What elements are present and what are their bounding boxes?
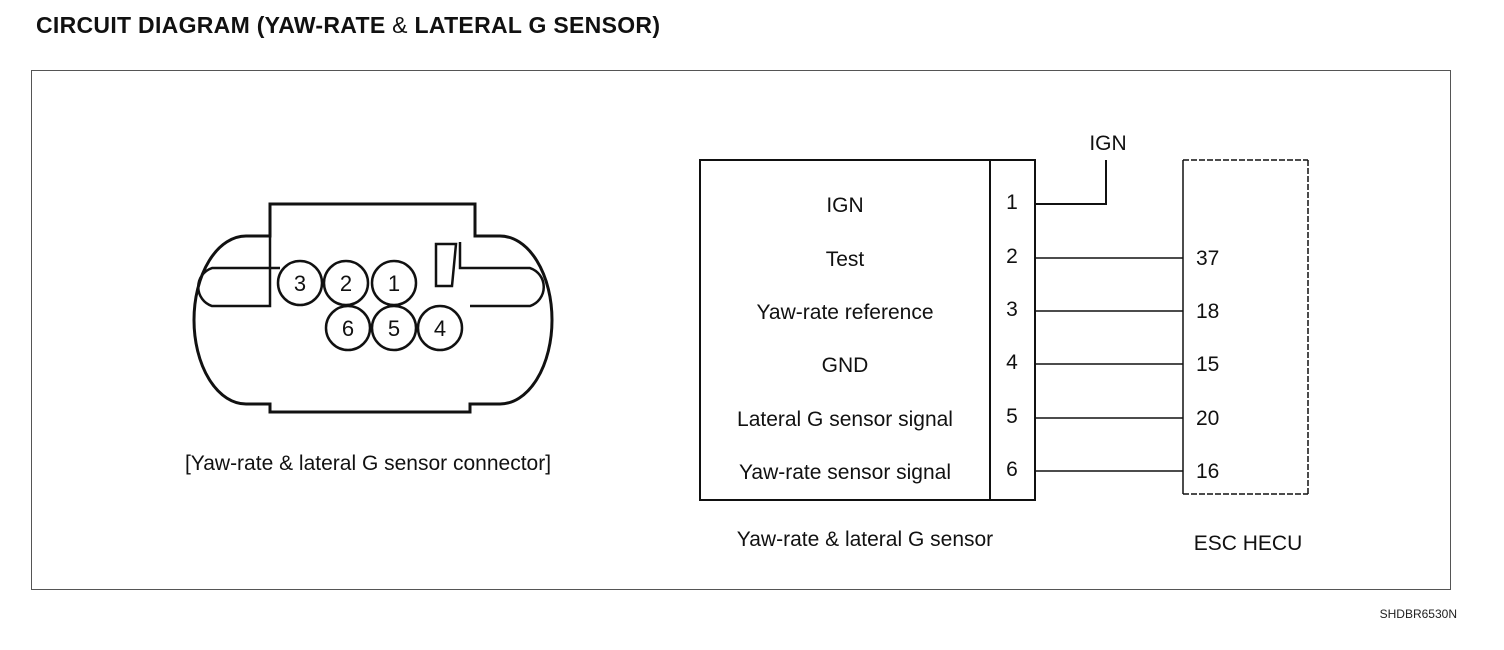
sensor-pin-row: Lateral G sensor signal 5 <box>737 405 1018 431</box>
signal-wires <box>1035 257 1183 472</box>
title-prefix: CIRCUIT DIAGRAM (YAW-RATE <box>36 12 386 38</box>
diagram-frame <box>31 70 1451 590</box>
ign-supply-label: IGN <box>1089 132 1126 155</box>
connector-drawing: 3 2 1 6 5 4 <box>192 202 554 414</box>
title-ampersand: & <box>392 12 408 38</box>
hecu-pins: 37 18 15 20 16 <box>1196 247 1219 483</box>
sensor-pin-row: GND 4 <box>822 351 1018 377</box>
sensor-pin-number: 5 <box>1006 405 1018 428</box>
hecu-pin-number: 37 <box>1196 247 1219 270</box>
hecu-name: ESC HECU <box>1194 532 1303 555</box>
connector-cavity: 5 <box>370 304 418 352</box>
sensor-pin-number: 2 <box>1006 245 1018 268</box>
connector-cavities: 3 2 1 6 5 4 <box>276 259 464 352</box>
sensor-pin-number: 3 <box>1006 298 1018 321</box>
sensor-pin-row: IGN 1 <box>826 191 1018 217</box>
cavity-circle <box>416 304 464 352</box>
sensor-pin-function: GND <box>822 354 869 377</box>
sensor-box <box>699 159 1036 501</box>
cavity-number: 2 <box>340 271 352 296</box>
hecu-pin-number: 18 <box>1196 300 1219 323</box>
connector-cavity: 3 <box>276 259 324 307</box>
title-suffix: LATERAL G SENSOR) <box>414 12 661 38</box>
connector-caption: [Yaw-rate & lateral G sensor connector] <box>185 452 551 475</box>
page-title: CIRCUIT DIAGRAM (YAW-RATE & LATERAL G SE… <box>36 12 660 39</box>
connector-inner-outline <box>197 236 545 308</box>
sensor-pin-function: Yaw-rate reference <box>756 301 933 324</box>
sensor-pin-function: IGN <box>826 194 863 217</box>
connector-cavity: 2 <box>322 259 370 307</box>
hecu-pin-number: 20 <box>1196 407 1219 430</box>
sensor-pin-row: Yaw-rate reference 3 <box>756 298 1017 324</box>
sensor-pin-number: 6 <box>1006 458 1018 481</box>
sensor-pin-number: 4 <box>1006 351 1018 374</box>
sensor-name: Yaw-rate & lateral G sensor <box>737 528 993 551</box>
connector-housing-outline <box>192 202 554 414</box>
connector-cavity: 1 <box>370 259 418 307</box>
cavity-number: 4 <box>434 316 446 341</box>
connector-cavity: 6 <box>324 304 372 352</box>
ign-supply: IGN <box>1035 132 1127 205</box>
cavity-number: 5 <box>388 316 400 341</box>
sensor-pin-row: Test 2 <box>826 245 1018 271</box>
cavity-number: 6 <box>342 316 354 341</box>
sensor-pin-number: 1 <box>1006 191 1018 214</box>
cavity-number: 1 <box>388 271 400 296</box>
cavity-circle <box>370 304 418 352</box>
sensor-pin-row: Yaw-rate sensor signal 6 <box>739 458 1018 484</box>
cavity-circle <box>276 259 324 307</box>
hecu-pin-number: 15 <box>1196 353 1219 376</box>
ign-supply-wire <box>1035 160 1107 205</box>
hecu-block: 37 18 15 20 16 <box>1182 159 1309 495</box>
cavity-number: 3 <box>294 271 306 296</box>
connector-latch <box>434 242 458 288</box>
sensor-pin-function: Test <box>826 248 865 271</box>
figure-reference: SHDBR6530N <box>1380 607 1457 621</box>
hecu-pin-number: 16 <box>1196 460 1219 483</box>
sensor-pin-function: Lateral G sensor signal <box>737 408 953 431</box>
cavity-circle <box>324 304 372 352</box>
sensor-pin-function: Yaw-rate sensor signal <box>739 461 951 484</box>
connector-cavity: 4 <box>416 304 464 352</box>
